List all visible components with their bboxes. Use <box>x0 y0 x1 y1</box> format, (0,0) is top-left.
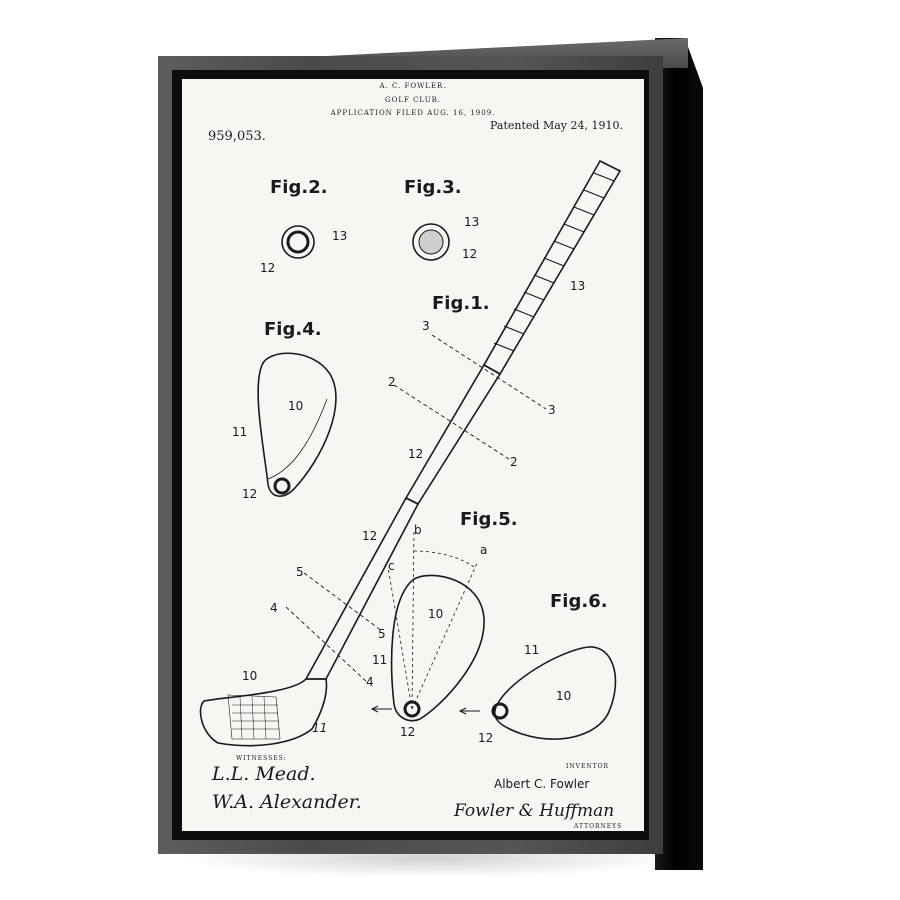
fig3-label-12: 12 <box>462 247 478 261</box>
grip-wraps <box>493 172 615 352</box>
witness-signature-2: W.A. Alexander. <box>212 791 362 813</box>
fig1-title: Fig.1. <box>432 293 490 314</box>
patent-title: GOLF CLUB. <box>385 96 441 104</box>
fig4-title: Fig.4. <box>264 319 322 340</box>
fig5-label-12: 12 <box>400 725 416 739</box>
fig2-label-13: 13 <box>332 229 348 243</box>
fig4-club-head <box>257 352 337 497</box>
fig2-title: Fig.2. <box>270 177 328 198</box>
fig2-outer-ring <box>281 225 315 259</box>
fig2-inner-ring <box>286 230 310 254</box>
fig6-label-10: 10 <box>556 689 572 703</box>
grip-outline <box>482 159 622 376</box>
fig5-label-10: 10 <box>428 607 444 621</box>
fig5-angle-arc <box>413 550 475 568</box>
witnesses-label: WITNESSES: <box>236 755 287 762</box>
fig1-label-10: 10 <box>242 669 258 683</box>
fig4-label-10: 10 <box>288 399 304 413</box>
fig1-label-11: 11 <box>312 721 328 735</box>
fig6-title: Fig.6. <box>550 591 608 612</box>
section-lines <box>285 334 547 684</box>
attorney-label: ATTORNEYS <box>574 823 623 830</box>
attorney-signature: Fowler & Huffman <box>454 801 615 821</box>
fig1-face <box>227 694 281 740</box>
section-label-2b: 2 <box>510 455 518 469</box>
patent-print: A. C. FOWLER. GOLF CLUB. APPLICATION FIL… <box>182 79 644 831</box>
section-label-4a: 4 <box>270 601 278 615</box>
fig5-club-head <box>390 574 485 722</box>
fig5-label-c: c <box>388 559 395 573</box>
section-label-2a: 2 <box>388 375 396 389</box>
section-label-4b: 4 <box>366 675 374 689</box>
inventor-header: A. C. FOWLER. <box>379 82 447 90</box>
patent-date: Patented May 24, 1910. <box>490 119 623 132</box>
section-label-5a: 5 <box>296 565 304 579</box>
shaft-label-12b: 12 <box>362 529 378 543</box>
patent-number: 959,053. <box>208 129 266 144</box>
fig1-club-head <box>199 678 328 747</box>
section-label-5b: 5 <box>378 627 386 641</box>
fig5-label-11: 11 <box>372 653 388 667</box>
fig5-line-b <box>411 528 415 710</box>
fig3-label-13: 13 <box>464 215 480 229</box>
fig6-hosel <box>491 702 509 720</box>
filed-date: APPLICATION FILED AUG. 16, 1909. <box>330 109 496 117</box>
fig5-line-a <box>411 560 479 710</box>
fig5-line-c <box>387 566 413 710</box>
fig4-label-12: 12 <box>242 487 258 501</box>
inventor-label: INVENTOR <box>566 763 610 770</box>
fig3-core <box>418 229 444 255</box>
fig6-club-head <box>493 646 617 740</box>
shaft-upper <box>404 363 502 506</box>
shaft-label-12a: 12 <box>408 447 424 461</box>
fig2-label-12: 12 <box>260 261 276 275</box>
section-label-3a: 3 <box>422 319 430 333</box>
fig6-label-12: 12 <box>478 731 494 745</box>
fig4-hosel <box>273 477 291 495</box>
inventor-name: Albert C. Fowler <box>494 777 590 791</box>
fig3-disc <box>412 223 450 261</box>
shaft-lower <box>304 496 420 680</box>
section-label-3b: 3 <box>548 403 556 417</box>
witness-signature-1: L.L. Mead. <box>212 763 316 785</box>
fig5-label-b: b <box>414 523 422 537</box>
fig3-title: Fig.3. <box>404 177 462 198</box>
fig5-label-a: a <box>480 543 488 557</box>
patent-drawing <box>199 159 622 747</box>
direction-arrows <box>370 705 480 715</box>
grip-label-13: 13 <box>570 279 586 293</box>
fig1-face-hatching <box>232 696 279 740</box>
fig6-label-11: 11 <box>524 643 540 657</box>
fig4-label-11: 11 <box>232 425 248 439</box>
fig4-shading <box>267 398 328 480</box>
frame-side-edge <box>655 38 703 870</box>
fig5-title: Fig.5. <box>460 509 518 530</box>
